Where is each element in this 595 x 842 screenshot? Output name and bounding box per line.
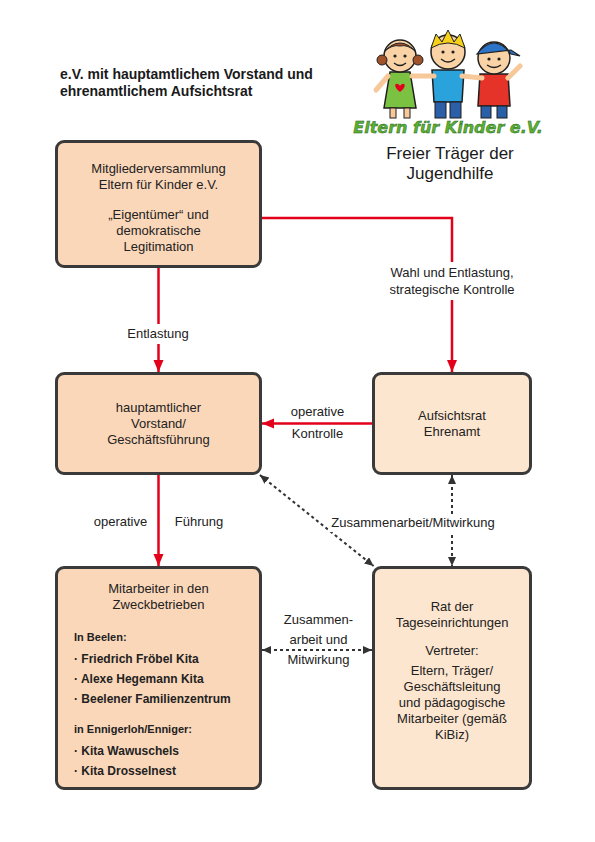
box-heading: Mitarbeiter in den Zweckbetrieben	[84, 581, 234, 613]
edge-label: Zusammen- arbeit und Mitwirkung	[267, 610, 370, 670]
box-heading: Mitgliederversammlung Eltern für Kinder …	[74, 161, 244, 193]
logo-children	[360, 20, 560, 120]
edge-label: operative Kontrolle	[280, 401, 355, 445]
logo-text: Eltern für Kinder e.V.	[348, 118, 548, 138]
process-box: Aufsichtsrat Ehrenamt	[372, 372, 532, 475]
box-text: · Kita Wawuschels	[74, 743, 259, 759]
box-text: · Kita Drosselnest	[74, 763, 259, 779]
arrow-connector	[157, 268, 160, 372]
box-heading: Aufsichtsrat Ehrenamt	[402, 408, 502, 440]
edge-label: Zusammenarbeit/Mitwirkung	[328, 514, 497, 532]
box-text: Vertreter:	[425, 643, 478, 659]
edge-label: Entlastung	[124, 324, 191, 344]
process-box: Mitgliederversammlung Eltern für Kinder …	[55, 140, 262, 268]
box-text: Eltern, Träger/ Geschäftsleitung und päd…	[391, 663, 513, 743]
subtitle-text: Freier Träger der Jugendhilfe	[386, 144, 514, 184]
box-text: „Eigentümer“ und demokratische Legitimat…	[96, 207, 221, 255]
box-heading: hauptamtlicher Vorstand/ Geschäftsführun…	[96, 400, 221, 448]
arrow-connector	[262, 422, 372, 425]
edge-label: Wahl und Entlastung, strategische Kontro…	[377, 262, 527, 300]
box-text: · Friedrich Fröbel Kita	[74, 651, 259, 667]
box-text: in Ennigerloh/Enniger:	[74, 721, 259, 737]
box-text: · Alexe Hegemann Kita	[74, 671, 259, 687]
diagram-title: e.V. mit hauptamtlichem Vorstand und ehr…	[60, 66, 322, 100]
edge-label: operative Führung	[55, 514, 262, 530]
process-box: hauptamtlicher Vorstand/ Geschäftsführun…	[55, 372, 262, 475]
process-box: Rat der TageseinrichtungenVertreter: Elte…	[372, 566, 532, 790]
box-text: · Beelener Familienzentrum	[74, 691, 259, 707]
process-box: Mitarbeiter in den Zweckbetrieben In Beel…	[55, 566, 262, 790]
box-heading: Rat der Tageseinrichtungen	[382, 599, 522, 631]
dotted-connector	[262, 649, 372, 651]
box-text: In Beelen:	[74, 629, 259, 645]
